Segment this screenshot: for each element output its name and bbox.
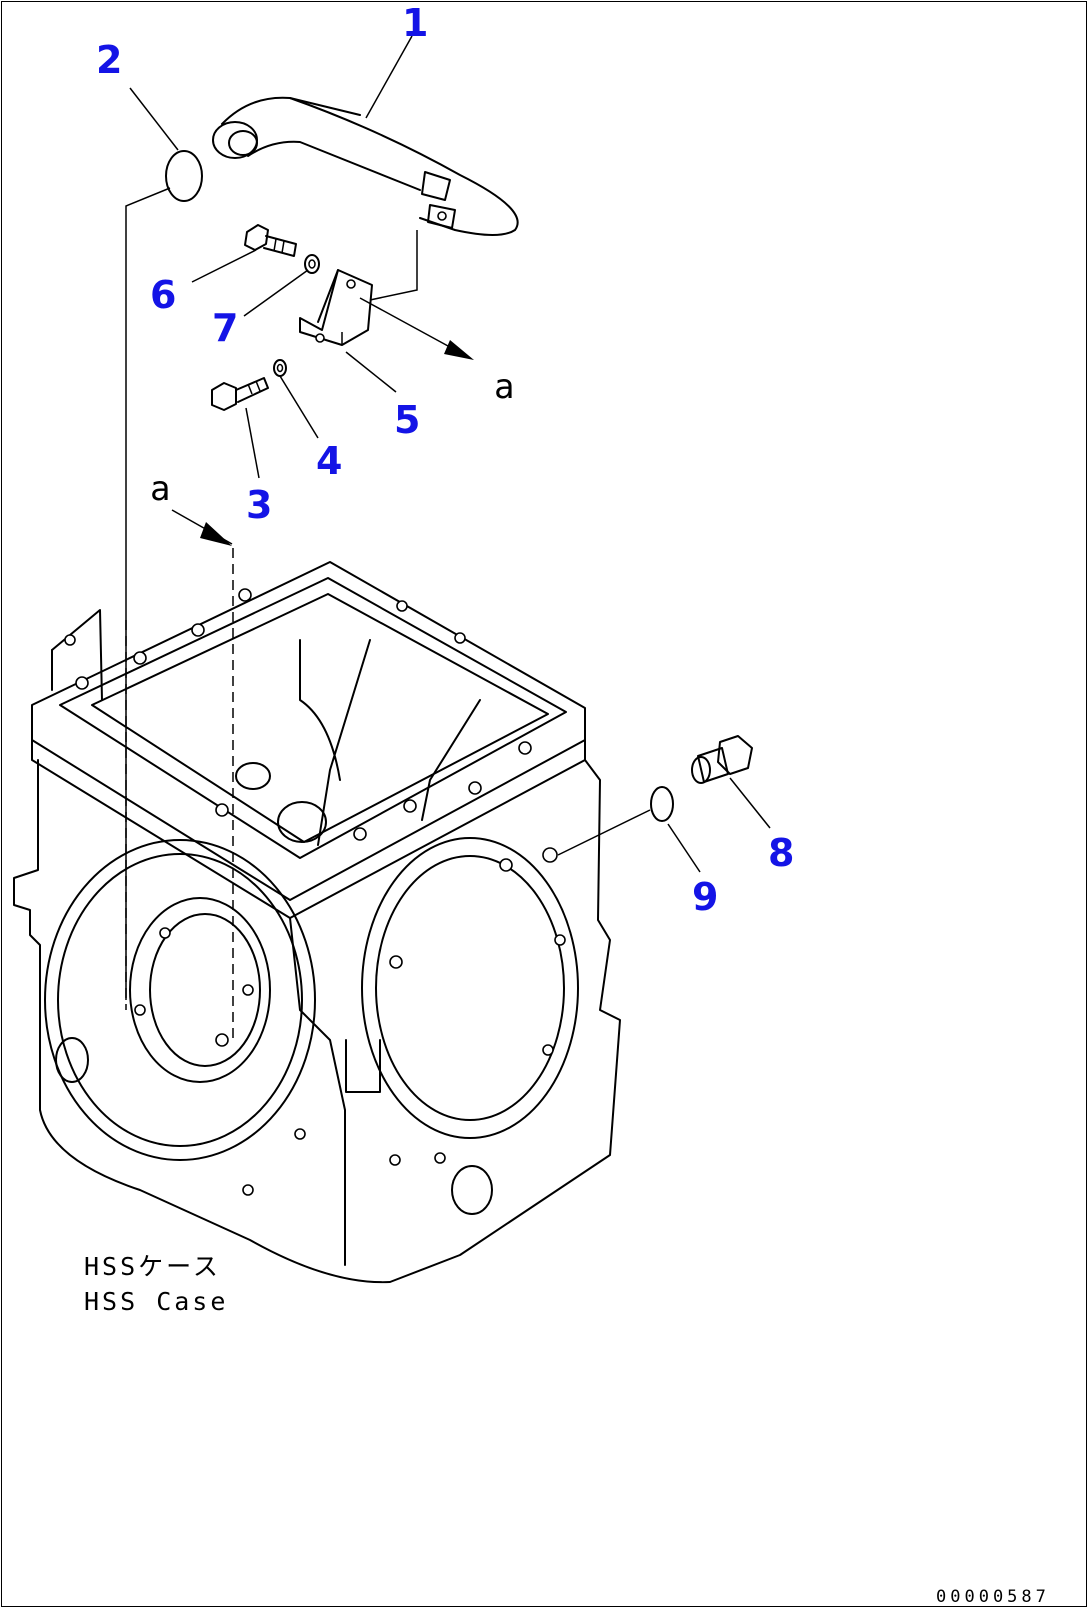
- caption-english: HSS Case: [84, 1287, 228, 1316]
- part-2-o-ring: [165, 150, 203, 202]
- document-id: 00000587: [936, 1587, 1050, 1607]
- hss-case: [13, 561, 621, 1284]
- part-6-bolt: [244, 224, 297, 257]
- part-5-bracket: [299, 269, 373, 346]
- case-caption: HSSケース HSS Case: [84, 1252, 228, 1316]
- callout-6: 6: [150, 273, 176, 317]
- case-bolt-holes: [64, 588, 566, 1196]
- caption-japanese: HSSケース: [84, 1252, 221, 1281]
- part-3-bolt: [211, 377, 269, 411]
- part-9-o-ring: [650, 786, 674, 822]
- leader-lines: [125, 35, 771, 1040]
- part-7-washer: [304, 254, 320, 274]
- callout-9: 9: [692, 875, 718, 919]
- part-1-pipe: [212, 96, 519, 236]
- part-4-washer: [273, 359, 287, 377]
- reference-a-lower: a: [150, 469, 170, 509]
- callout-4: 4: [316, 439, 342, 483]
- callout-7: 7: [212, 306, 238, 350]
- callout-3: 3: [246, 483, 272, 527]
- callout-labels: 1 2 3 4 5 6 7 8 9: [96, 1, 794, 919]
- reference-markers: a a: [150, 367, 514, 509]
- callout-5: 5: [394, 398, 420, 442]
- reference-a-upper: a: [494, 367, 514, 407]
- part-8-plug: [691, 735, 753, 784]
- callout-2: 2: [96, 38, 122, 82]
- callout-1: 1: [402, 1, 428, 45]
- callout-8: 8: [768, 831, 794, 875]
